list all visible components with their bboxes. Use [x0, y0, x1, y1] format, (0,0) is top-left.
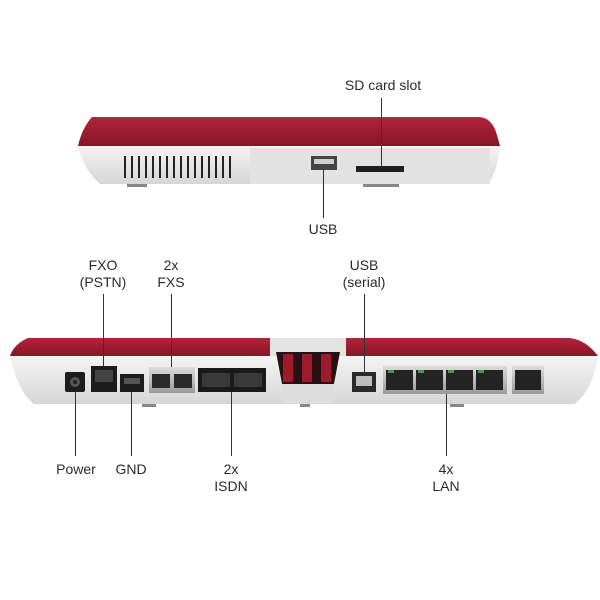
leader-isdn: [231, 392, 232, 456]
usb-port-side: [311, 156, 337, 170]
rear-red-top-left: [10, 338, 270, 356]
side-red-top: [78, 117, 500, 146]
label-isdn: 2x ISDN: [214, 461, 248, 494]
label-gnd: GND: [115, 461, 147, 477]
device-rear-view: [10, 338, 598, 407]
leader-usb-serial: [364, 294, 365, 372]
label-power: Power: [56, 461, 96, 477]
fxo-port: [91, 366, 117, 392]
leader-sd-card: [381, 98, 382, 166]
leader-lan: [446, 394, 447, 456]
rear-red-top-right: [346, 338, 598, 356]
rear-center-notch: [270, 338, 346, 356]
leader-fxs: [171, 294, 172, 367]
lan-ports: [383, 366, 507, 394]
isdn-ports: [198, 368, 266, 392]
usb-serial-port: [352, 372, 376, 392]
device-side-view: [78, 117, 500, 187]
leader-power: [75, 392, 76, 456]
rear-center-red-fins: [276, 352, 340, 384]
leader-fxo: [103, 294, 104, 366]
sd-card-slot: [356, 166, 404, 172]
label-usb-serial: USB (serial): [342, 257, 386, 290]
fxs-ports: [149, 367, 195, 393]
wan-port: [512, 366, 544, 394]
label-fxo: FXO (PSTN): [79, 257, 127, 290]
label-sd-card-slot: SD card slot: [344, 77, 422, 93]
leader-usb-top: [323, 170, 324, 218]
leader-gnd: [131, 392, 132, 456]
gnd-terminal: [120, 374, 144, 392]
label-lan: 4x LAN: [432, 461, 460, 494]
label-fxs: 2x FXS: [157, 257, 185, 290]
label-usb-top: USB: [308, 221, 338, 237]
vent-grille: [124, 156, 231, 178]
power-jack: [65, 372, 85, 392]
